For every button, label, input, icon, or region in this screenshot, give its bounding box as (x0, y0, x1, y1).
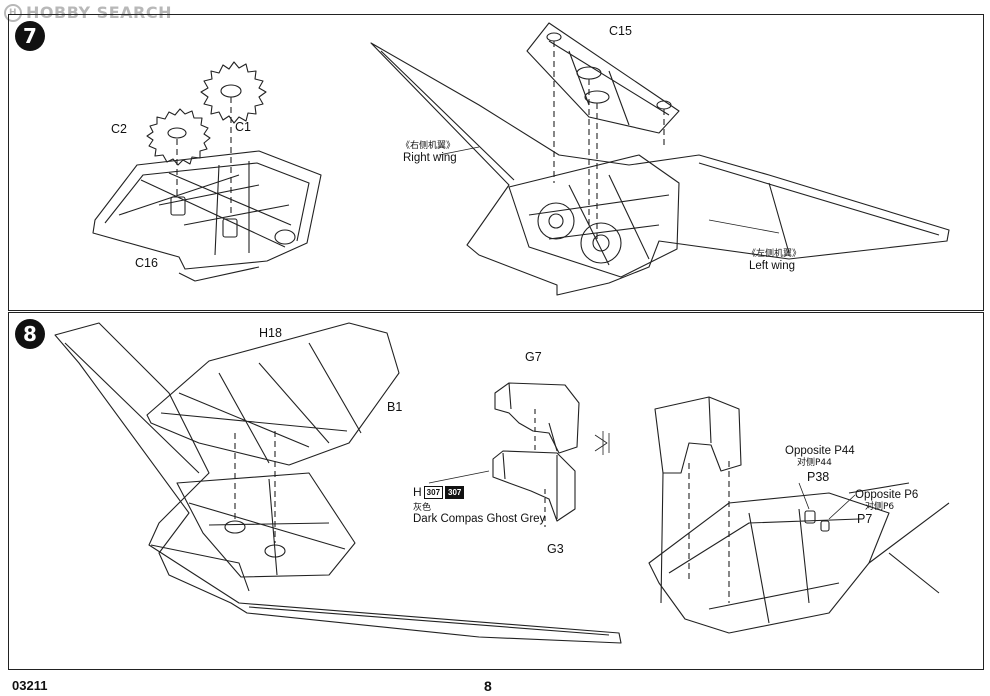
paint-callout: H 307 307 (413, 485, 465, 499)
part-g7-label: G7 (525, 350, 542, 364)
paint-name-label: Dark Compas Ghost Grey (413, 513, 546, 525)
watermark-text: HOBBY SEARCH (26, 3, 172, 22)
step-7-badge: 7 (15, 21, 45, 51)
opposite-p44-cn-label: 对侧P44 (797, 458, 832, 468)
floor-plate-drawing (92, 150, 322, 282)
part-g3-label: G3 (547, 542, 564, 556)
paint-code-box-dark: 307 (445, 485, 465, 499)
page-number: 8 (484, 678, 492, 694)
part-c15-label: C15 (609, 24, 632, 38)
left-wing-cn-label: 《左侧机翼》 (747, 249, 802, 259)
part-c16-label: C16 (135, 256, 158, 270)
airframe-drawing (54, 322, 622, 644)
part-b1-label: B1 (387, 400, 403, 414)
gear-pair-drawing (537, 202, 622, 264)
step-8-drawing (54, 322, 950, 644)
intake-g3-drawing (492, 450, 576, 522)
part-c2-label: C2 (111, 122, 127, 136)
opposite-p6-label: Opposite P6 (855, 489, 919, 501)
part-c1-label: C1 (235, 120, 251, 134)
gear-c1-drawing (200, 61, 267, 124)
part-p7-label: P7 (857, 512, 873, 526)
wing-assembly-drawing (370, 22, 950, 296)
step-7-drawing (92, 22, 950, 296)
paint-prefix: H (413, 485, 422, 499)
part-h18-label: H18 (259, 326, 282, 340)
opposite-p44-label: Opposite P44 (785, 445, 855, 457)
part-p38-label: P38 (807, 470, 830, 484)
kit-code: 03211 (12, 678, 48, 693)
step-7-panel: 7 C15 C2 C1 C16 《右侧机翼》 Right wing 《左侧机翼》… (8, 14, 984, 311)
right-wing-label: Right wing (403, 152, 457, 164)
gear-c2-drawing (146, 108, 211, 166)
step-8-badge: 8 (15, 319, 45, 349)
fuselage-closeup-drawing (648, 396, 950, 634)
intake-g7-drawing (494, 382, 580, 454)
hobby-search-logo-icon: H (4, 3, 22, 22)
opposite-p6-cn-label: 对侧P6 (865, 502, 895, 512)
step-8-panel: 8 H18 B1 G7 G3 H 307 307 灰色 Dark Compas … (8, 312, 984, 670)
paint-code-box: 307 (423, 485, 444, 499)
paint-cn-label: 灰色 (413, 503, 432, 513)
right-wing-cn-label: 《右侧机翼》 (401, 141, 456, 151)
watermark: H HOBBY SEARCH (4, 3, 172, 22)
left-wing-label: Left wing (749, 260, 796, 272)
